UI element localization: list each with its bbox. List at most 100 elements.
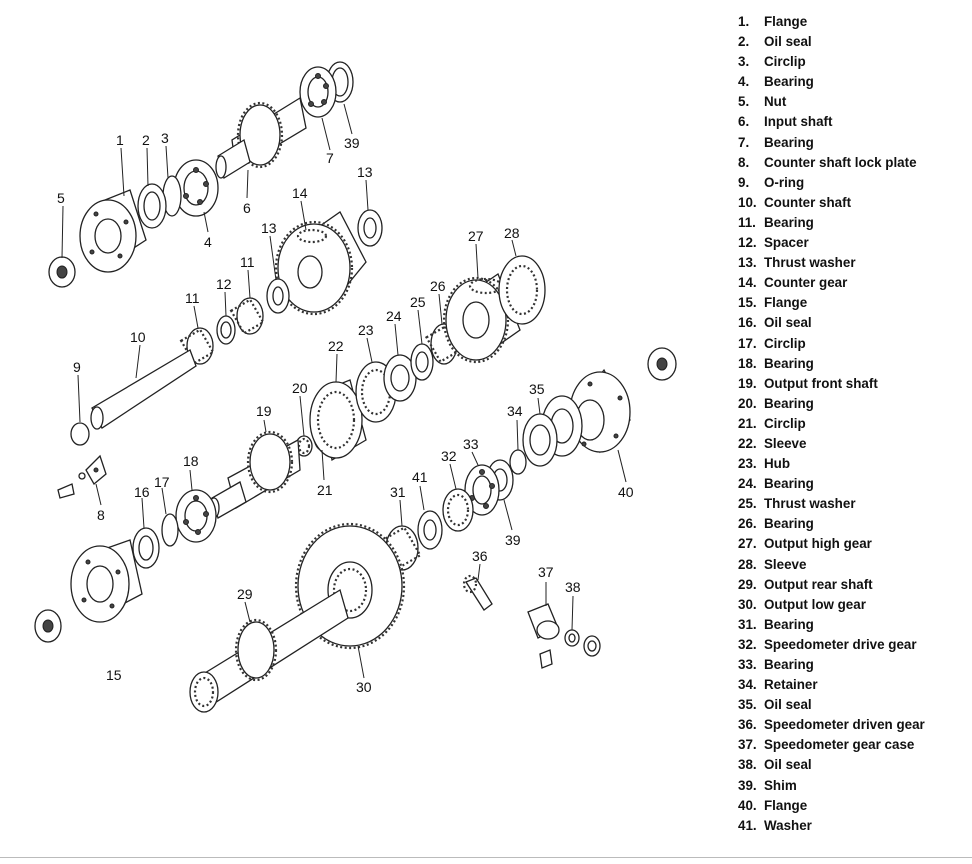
- callout-31: 31: [390, 484, 406, 500]
- legend-item: 12. Spacer: [726, 233, 966, 253]
- callout-27: 27: [468, 228, 484, 244]
- legend-item: 28.Sleeve: [726, 555, 966, 575]
- legend-part-name: Bearing: [764, 134, 814, 150]
- legend-number: 40.: [738, 797, 757, 813]
- legend-part-name: Oil seal: [764, 315, 812, 331]
- legend-item: 39.Shim: [726, 776, 966, 796]
- legend-number: 27.: [738, 536, 757, 552]
- callout-32: 32: [441, 448, 457, 464]
- legend-item: 14. Counter gear: [726, 273, 966, 293]
- callout-25: 25: [410, 294, 426, 310]
- legend-item: 6.Input shaft: [726, 112, 966, 132]
- callout-17: 17: [154, 474, 170, 490]
- legend-part-name: Washer: [764, 817, 812, 833]
- legend-part-name: Bearing: [764, 355, 814, 371]
- callout-9: 9: [73, 359, 81, 375]
- legend-number: 36.: [738, 717, 757, 733]
- legend-number: 35.: [738, 697, 757, 713]
- callout-18: 18: [183, 453, 199, 469]
- callout-labels: 1 2 3 4 5 6 7 8 9 10 11 11 12 13 13 14 1…: [57, 130, 634, 695]
- legend-item: 3.Circlip: [726, 52, 966, 72]
- legend-number: 22.: [738, 435, 757, 451]
- legend-part-name: Nut: [764, 94, 787, 110]
- legend-number: 34.: [738, 677, 757, 693]
- callout-26: 26: [430, 278, 446, 294]
- part-counter-shaft: [91, 349, 197, 429]
- callout-1: 1: [116, 132, 124, 148]
- callout-8: 8: [97, 507, 105, 523]
- legend-item: 29.Output rear shaft: [726, 575, 966, 595]
- part-speedo-driven-gear: [465, 577, 493, 611]
- callout-37: 37: [538, 564, 554, 580]
- legend-number: 19.: [738, 375, 757, 391]
- legend-part-name: Counter shaft lock plate: [764, 154, 917, 170]
- callout-38: 38: [565, 579, 581, 595]
- legend-item: 9.O-ring: [726, 173, 966, 193]
- callout-29: 29: [237, 586, 253, 602]
- legend-item: 24.Bearing: [726, 474, 966, 494]
- callout-16: 16: [134, 484, 150, 500]
- callout-36: 36: [472, 548, 488, 564]
- legend-number: 33.: [738, 657, 757, 672]
- front-flange-group: [48, 159, 219, 288]
- legend-item: 41.Washer: [726, 816, 966, 836]
- callout-30: 30: [356, 679, 372, 695]
- legend-part-name: Input shaft: [764, 114, 833, 130]
- legend-item: 15.Flange: [726, 293, 966, 313]
- legend-item: 19.Output front shaft: [726, 374, 966, 394]
- legend-number: 15.: [738, 295, 757, 311]
- callout-41: 41: [412, 469, 428, 485]
- legend-part-name: Thrust washer: [764, 255, 856, 271]
- legend-number: 12.: [738, 235, 757, 251]
- callout-5: 5: [57, 190, 65, 206]
- legend-number: 29.: [738, 576, 757, 592]
- legend-item: 33.Bearing: [726, 655, 966, 675]
- legend-part-name: Counter gear: [764, 275, 848, 291]
- legend-item: 13.Thrust washer: [726, 253, 966, 273]
- callout-3: 3: [161, 130, 169, 146]
- legend-item: 7.Bearing: [726, 133, 966, 153]
- legend-item: 30.Output low gear: [726, 595, 966, 615]
- legend-number: 17.: [738, 335, 757, 351]
- legend-number: 20.: [738, 395, 757, 411]
- legend-number: 14.: [738, 275, 757, 291]
- legend-part-name: Speedometer driven gear: [764, 717, 925, 733]
- legend-number: 11.: [738, 214, 756, 230]
- legend-part-name: Output low gear: [764, 596, 866, 612]
- legend-part-name: Thrust washer: [764, 496, 856, 512]
- legend-item: 2.Oil seal: [726, 32, 966, 52]
- legend-number: 39.: [738, 777, 757, 793]
- callout-14: 14: [292, 185, 308, 201]
- legend-part-name: Bearing: [764, 476, 814, 492]
- legend-item: 18.Bearing: [726, 354, 966, 374]
- legend-part-name: Speedometer drive gear: [764, 636, 917, 652]
- callout-33: 33: [463, 436, 479, 452]
- legend-part-name: Counter shaft: [764, 194, 852, 210]
- legend-part-name: Hub: [764, 456, 791, 472]
- legend-number: 10.: [738, 194, 757, 210]
- legend-item: 23.Hub: [726, 454, 966, 474]
- legend-part-name: Retainer: [764, 677, 818, 693]
- callout-40: 40: [618, 484, 634, 500]
- legend-item: 8. Counter shaft lock plate: [726, 153, 966, 173]
- legend-item: 37.Speedometer gear case: [726, 735, 966, 755]
- callout-11a: 11: [185, 290, 200, 306]
- callout-28: 28: [504, 225, 520, 241]
- callout-15: 15: [106, 667, 122, 683]
- callout-10: 10: [130, 329, 146, 345]
- legend-item: 25.Thrust washer: [726, 494, 966, 514]
- callout-13b: 13: [357, 164, 373, 180]
- legend-part-name: Spacer: [764, 235, 809, 251]
- part-circlip-34: [509, 449, 527, 475]
- legend-number: 28.: [738, 556, 757, 572]
- legend-part-name: Flange: [764, 14, 808, 29]
- legend-part-name: Circlip: [764, 54, 806, 70]
- legend-number: 8.: [738, 154, 750, 170]
- legend-number: 32.: [738, 636, 757, 652]
- legend-part-name: Bearing: [764, 616, 814, 632]
- legend-item: 17.Circlip: [726, 334, 966, 354]
- callout-2: 2: [142, 132, 150, 148]
- legend-item: 32. Speedometer drive gear: [726, 635, 966, 655]
- bottom-divider: [0, 857, 972, 858]
